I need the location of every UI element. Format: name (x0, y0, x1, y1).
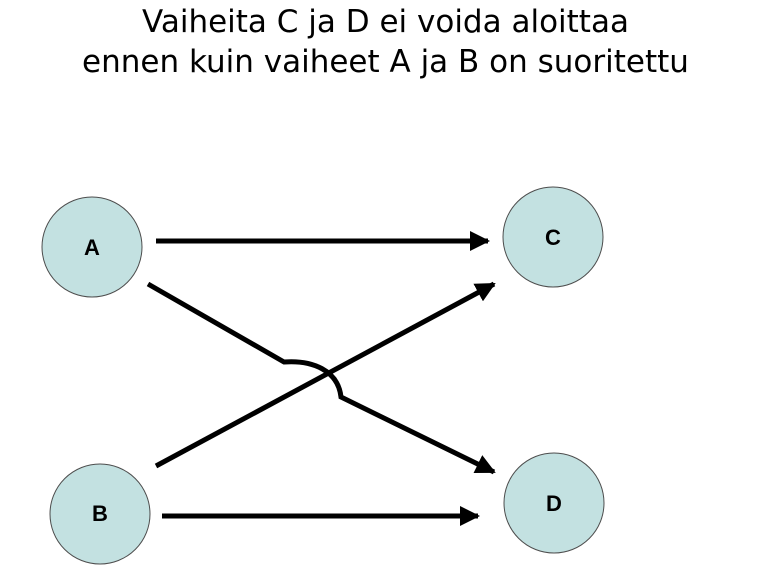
node-d-circle (503, 452, 605, 554)
node-c-label: C (545, 225, 561, 250)
node-c: C (502, 186, 604, 288)
edge-a-to-d (146, 281, 496, 475)
node-a-circle (41, 196, 143, 298)
node-d: D (503, 452, 605, 554)
node-c-circle (502, 186, 604, 288)
slide-title: Vaiheita C ja D ei voida aloittaa ennen … (0, 2, 771, 82)
node-a-label: A (84, 235, 100, 260)
title-line-1: Vaiheita C ja D ei voida aloittaa (142, 4, 629, 40)
node-b: B (49, 463, 151, 565)
node-b-circle (49, 463, 151, 565)
node-d-label: D (546, 491, 562, 516)
title-line-2: ennen kuin vaiheet A ja B on suoritettu (82, 44, 689, 80)
node-b-label: B (92, 501, 108, 526)
node-a: A (41, 196, 143, 298)
edge-b-to-c (154, 281, 496, 469)
